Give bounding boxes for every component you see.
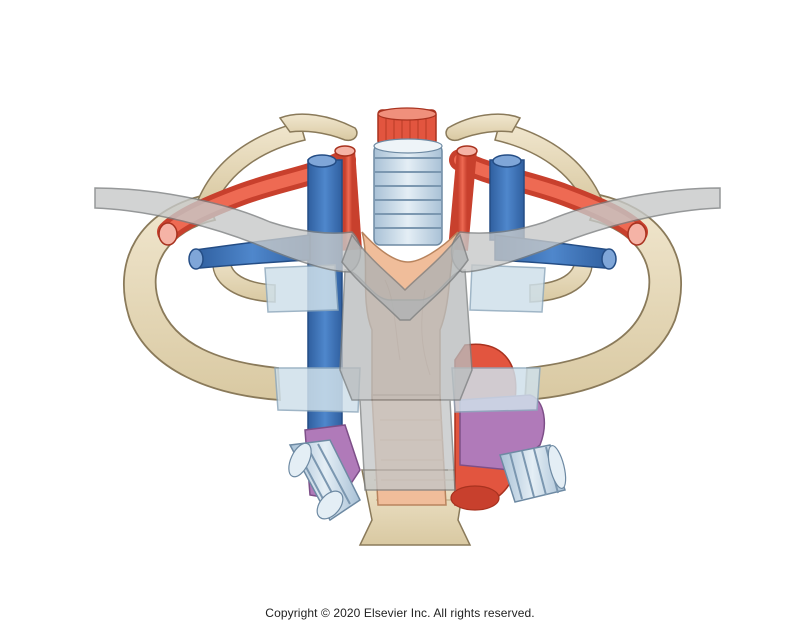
right-bronchus xyxy=(499,444,567,503)
manubrium xyxy=(341,233,469,321)
trachea xyxy=(373,107,443,246)
right-upper-rib xyxy=(445,113,604,206)
costal-cartilages xyxy=(264,264,546,413)
left-internal-jugular-vein xyxy=(307,154,343,471)
left-bronchus xyxy=(288,439,361,522)
copyright-text: Copyright © 2020 Elsevier Inc. All right… xyxy=(265,606,535,620)
right-internal-jugular-vein xyxy=(489,154,525,241)
sternum xyxy=(339,269,473,491)
